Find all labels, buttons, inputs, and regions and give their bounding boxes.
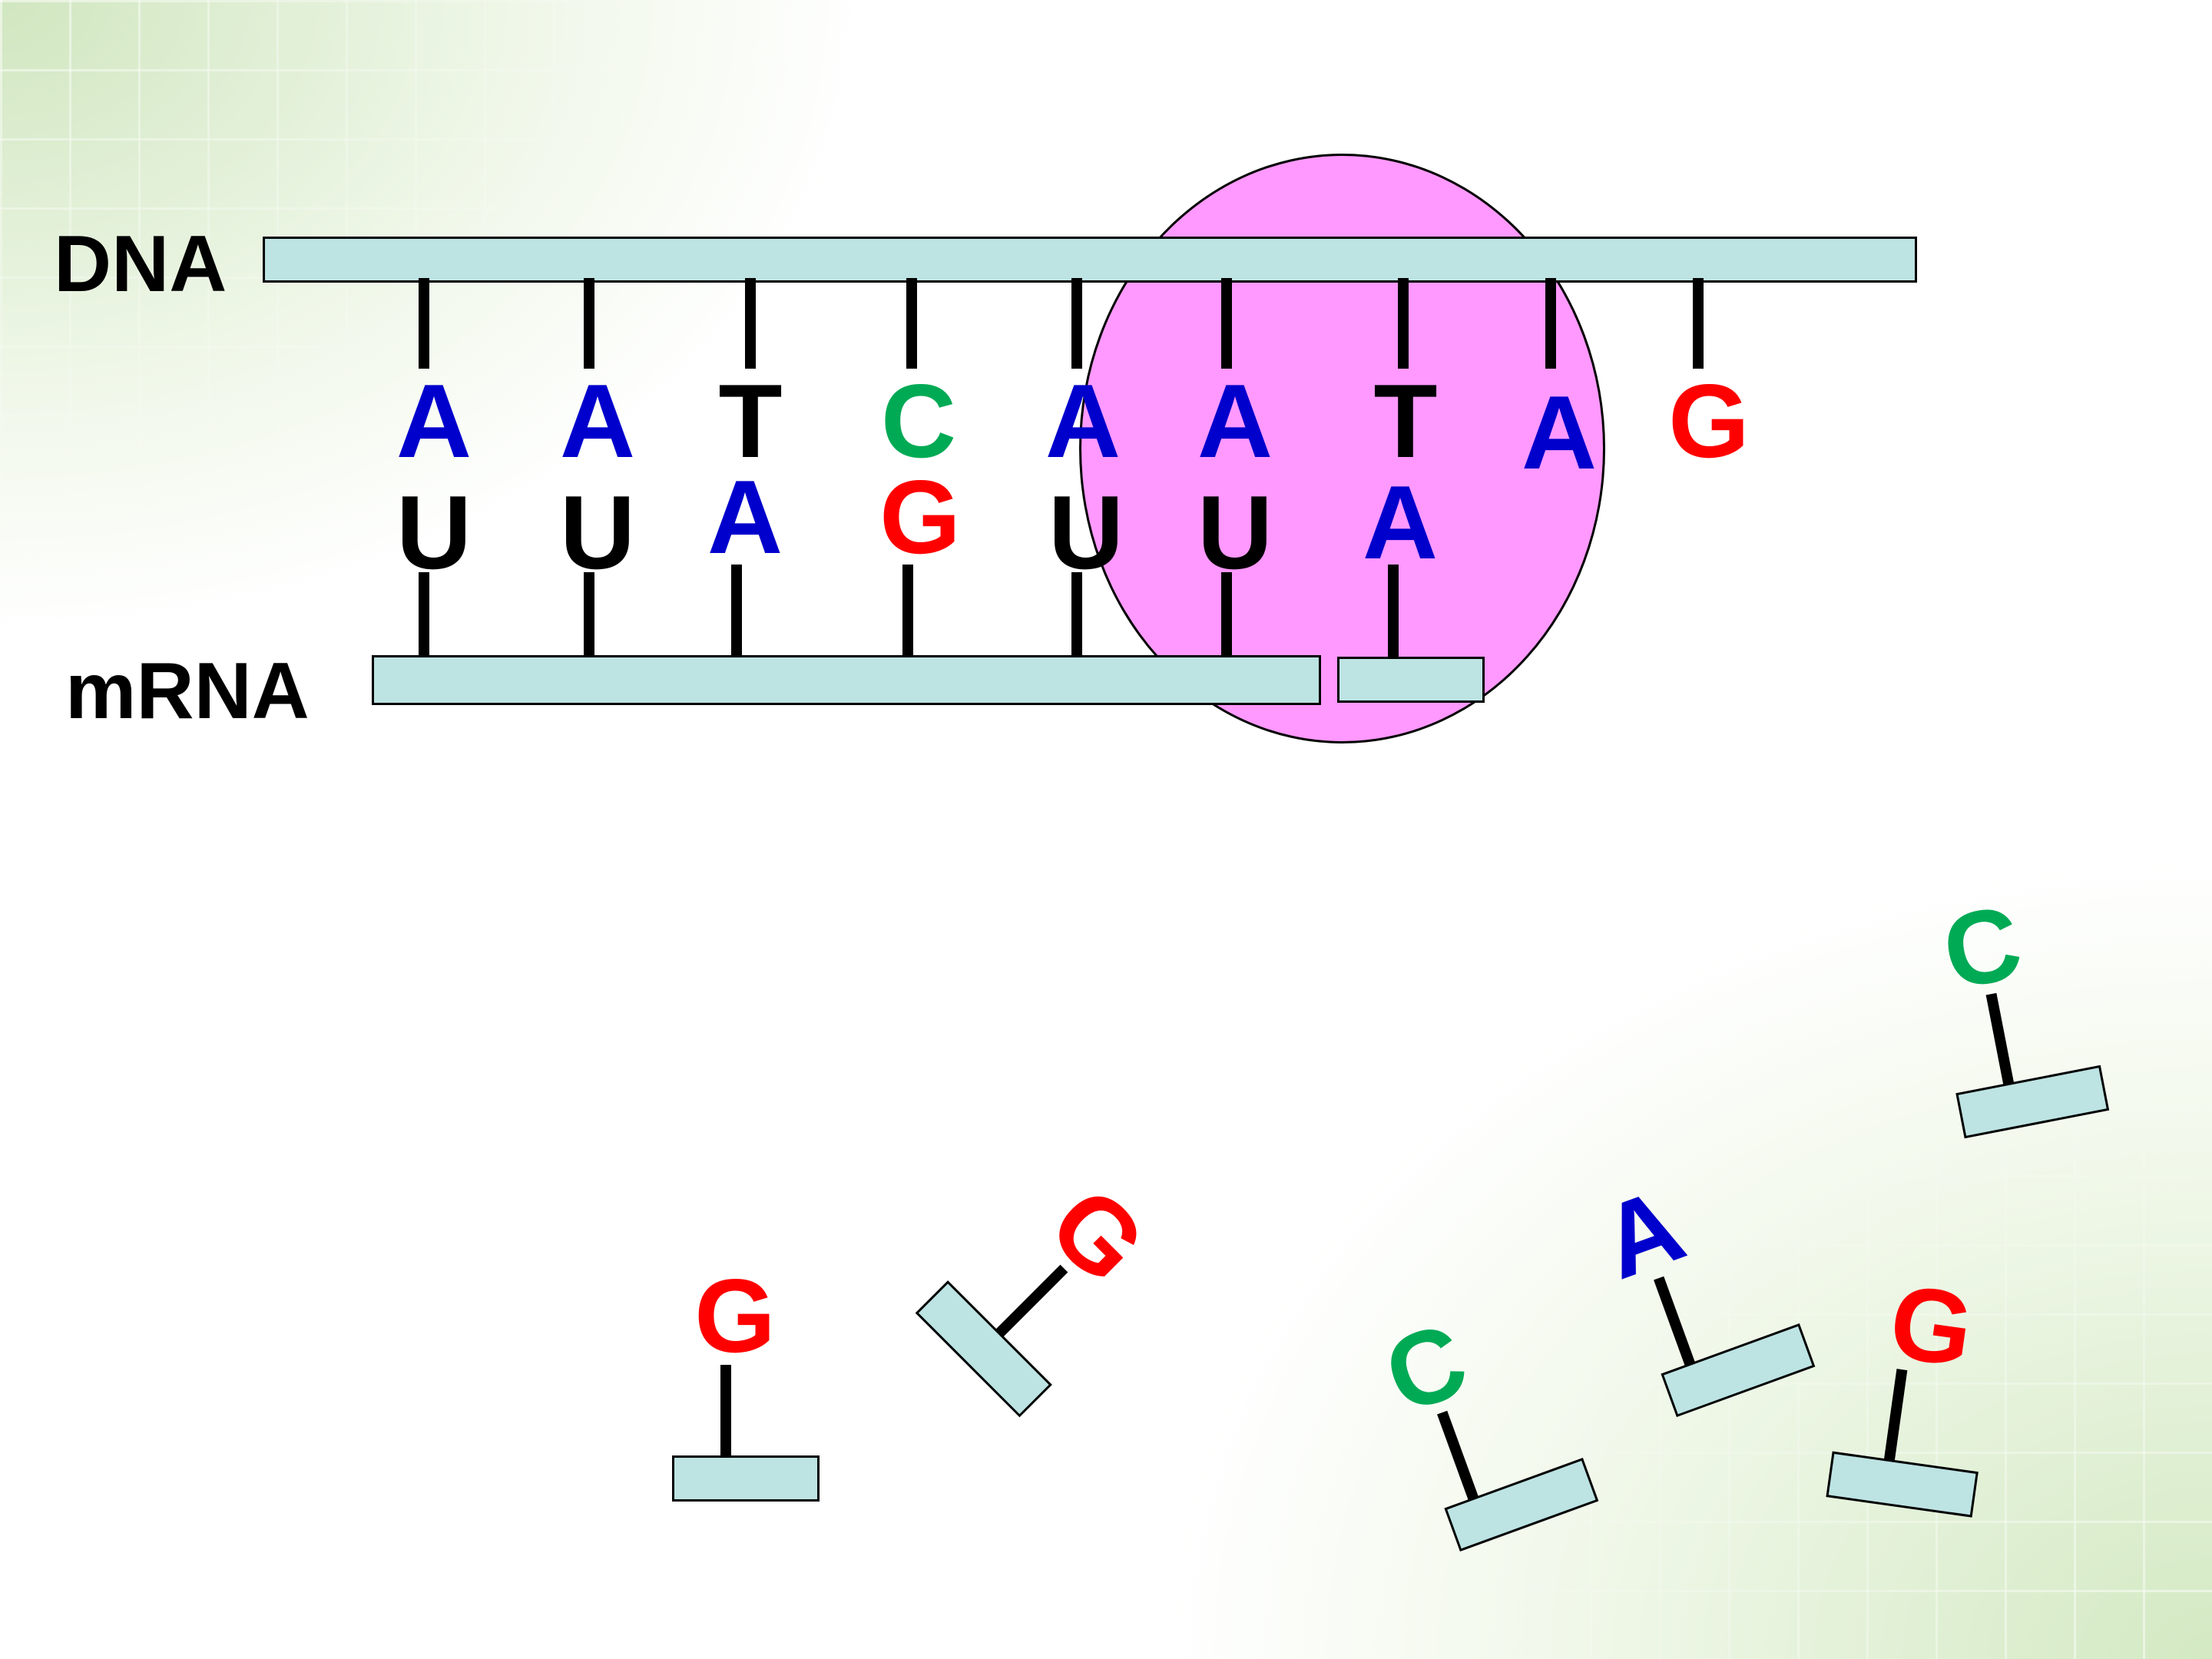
mrna-bond <box>1388 565 1399 657</box>
dna-base: A <box>1521 374 1598 491</box>
mrna-base: U <box>559 474 636 591</box>
mrna-base: G <box>879 459 961 575</box>
mrna-label: mRNA <box>65 647 310 736</box>
mrna-bond <box>731 565 742 657</box>
nucleotide-backbone <box>672 1455 820 1502</box>
nucleotide-bond <box>720 1365 731 1457</box>
mrna-base: U <box>396 474 472 591</box>
dna-base: C <box>880 363 957 479</box>
dna-base: A <box>559 363 636 479</box>
nucleotide-base: G <box>694 1257 776 1374</box>
mrna-base: A <box>1362 464 1439 581</box>
dna-base: G <box>1668 363 1750 479</box>
mrna-base: U <box>1048 474 1124 591</box>
dna-bond <box>1398 278 1409 369</box>
dna-bond <box>1693 278 1704 369</box>
mrna-bond <box>419 572 429 657</box>
dna-bond <box>1545 278 1556 369</box>
dna-bond <box>1221 278 1232 369</box>
dna-base: A <box>396 363 472 479</box>
mrna-strand-new-segment <box>1337 657 1485 703</box>
mrna-bond <box>584 572 594 657</box>
mrna-bond <box>902 565 913 657</box>
mrna-bond <box>1071 572 1082 657</box>
dna-base: T <box>718 363 783 479</box>
dna-bond <box>1071 278 1082 369</box>
mrna-base: U <box>1197 474 1273 591</box>
nucleotide-base: C <box>1933 882 2031 1012</box>
dna-label: DNA <box>54 220 227 309</box>
mrna-strand <box>372 655 1321 705</box>
mrna-base: A <box>707 459 783 575</box>
dna-base: T <box>1373 363 1438 479</box>
dna-bond <box>419 278 429 369</box>
dna-base: A <box>1045 363 1121 479</box>
dna-base: A <box>1197 363 1273 479</box>
dna-bond <box>745 278 756 369</box>
mrna-bond <box>1221 572 1232 657</box>
dna-strand <box>263 237 1917 283</box>
dna-bond <box>906 278 917 369</box>
nucleotide-base: G <box>1883 1262 1980 1389</box>
dna-bond <box>584 278 594 369</box>
